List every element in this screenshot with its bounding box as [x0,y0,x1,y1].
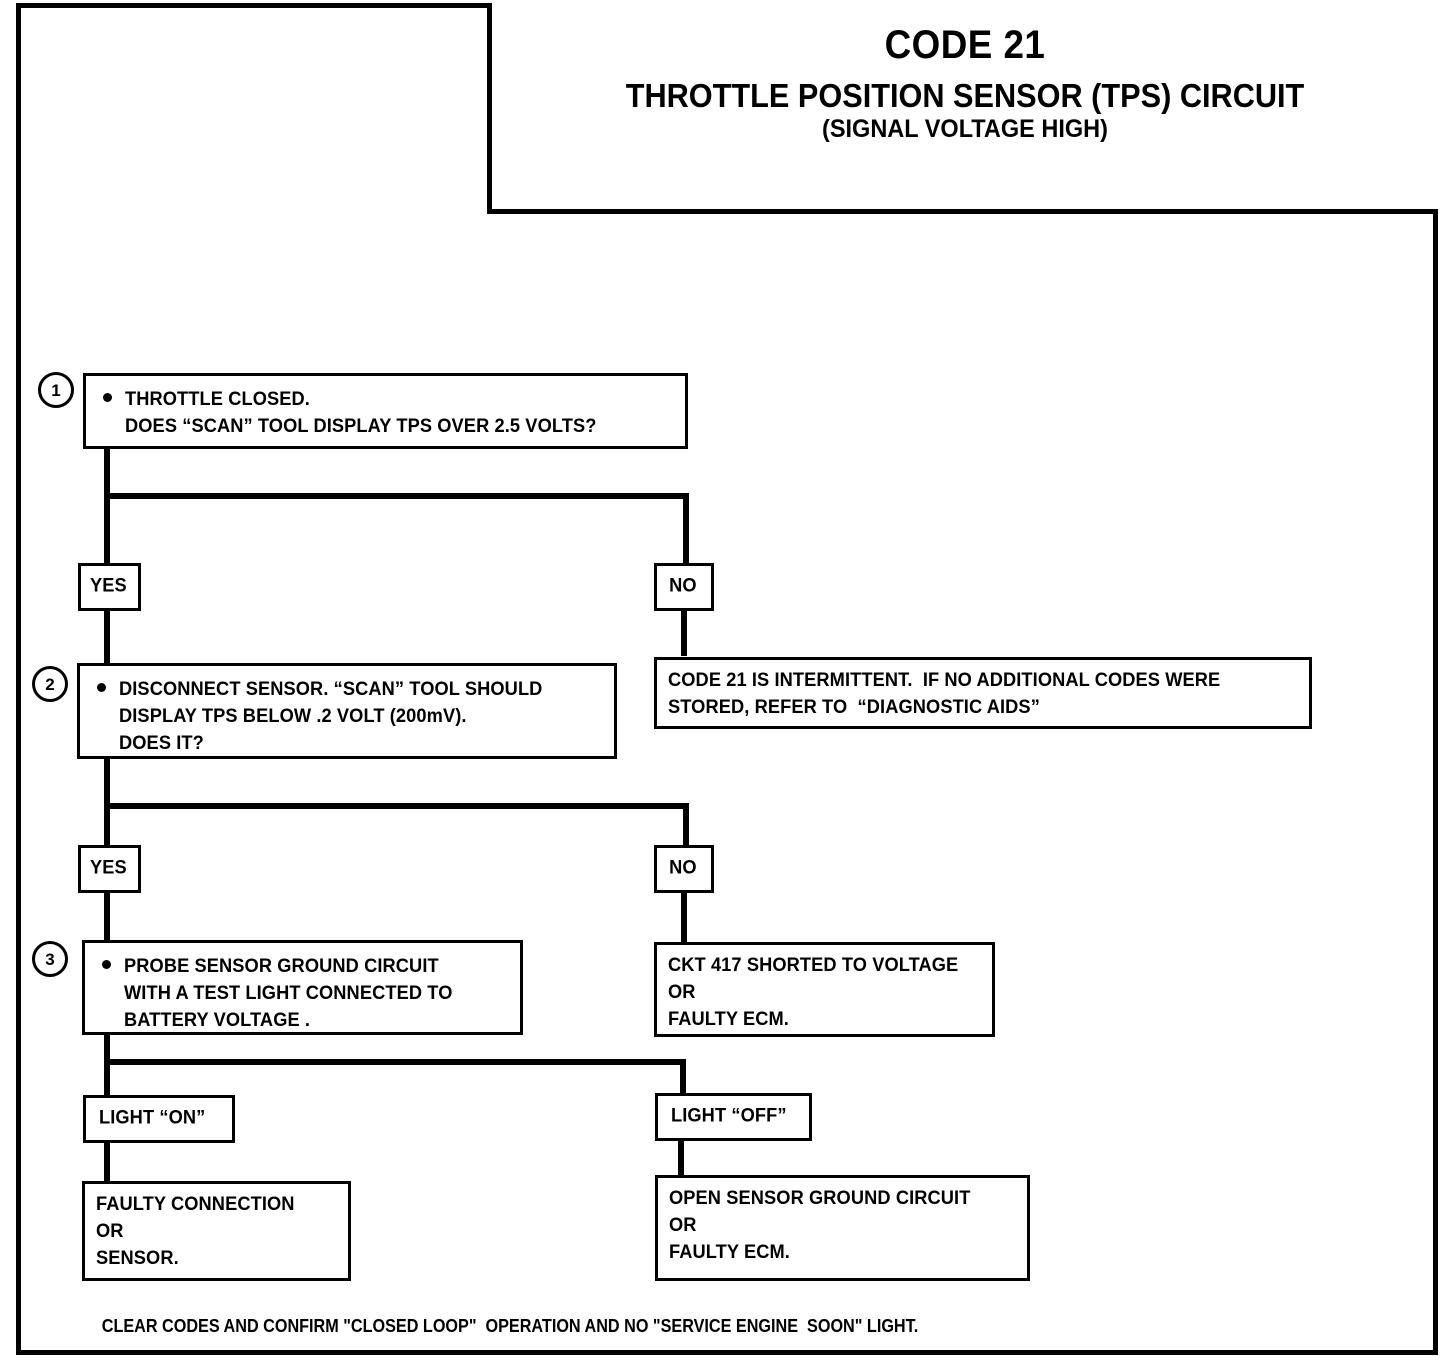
connector-step3-lightoff-down [680,1059,686,1095]
step-number-3: 3 [32,941,68,977]
branch-yes-1-label: YES [89,575,127,597]
page-title-main: THROTTLE POSITION SENSOR (TPS) CIRCUIT [625,77,1305,114]
connector-lightoff-to-result [678,1138,684,1180]
page-title-subtitle: (SIGNAL VOLTAGE HIGH) [822,114,1108,143]
connector-step2-no-down [683,803,689,847]
step-number-1: 1 [38,372,74,408]
page-title-code: CODE 21 [884,23,1046,67]
result-box-faulty-connection: FAULTY CONNECTION OR SENSOR. [82,1181,351,1281]
connector-no2-to-ckt417 [681,890,687,946]
connector-step1-down [104,447,110,565]
branch-yes-2: YES [78,845,141,893]
connector-yes2-to-step3 [104,890,110,946]
result-box-faulty-connection-text: FAULTY CONNECTION OR SENSOR. [96,1194,295,1269]
step-box-3-text: PROBE SENSOR GROUND CIRCUIT WITH A TEST … [124,956,453,1031]
branch-no-2: NO [654,845,714,893]
step-box-2: DISCONNECT SENSOR. “SCAN” TOOL SHOULD DI… [77,663,617,759]
branch-yes-1: YES [78,563,141,611]
branch-light-off: LIGHT “OFF” [655,1093,812,1141]
branch-yes-2-label: YES [89,857,127,879]
footer-note: CLEAR CODES AND CONFIRM "CLOSED LOOP" OP… [101,1316,919,1336]
connector-step1-no-down [683,493,689,565]
branch-no-2-label: NO [669,857,697,879]
branch-light-off-label: LIGHT “OFF” [671,1105,787,1127]
bullet-icon [102,960,111,969]
bullet-icon [103,393,112,402]
branch-no-1: NO [654,563,714,611]
connector-step1-branch-bar [104,493,689,499]
bullet-icon [97,683,106,692]
branch-light-on: LIGHT “ON” [83,1095,235,1143]
connector-step3-branch-bar [104,1059,686,1065]
step-box-2-text: DISCONNECT SENSOR. “SCAN” TOOL SHOULD DI… [119,679,543,754]
connector-yes1-to-step2 [104,608,110,668]
branch-no-1-label: NO [669,575,697,597]
result-box-ckt417-text: CKT 417 SHORTED TO VOLTAGE OR FAULTY ECM… [668,955,959,1030]
result-box-ckt417: CKT 417 SHORTED TO VOLTAGE OR FAULTY ECM… [654,942,995,1037]
step-box-3: PROBE SENSOR GROUND CIRCUIT WITH A TEST … [82,940,523,1035]
step-box-1-text: THROTTLE CLOSED. DOES “SCAN” TOOL DISPLA… [125,389,597,437]
step-number-2: 2 [32,666,68,702]
result-box-open-ground-text: OPEN SENSOR GROUND CIRCUIT OR FAULTY ECM… [669,1188,971,1263]
connector-no1-to-intermittent [681,608,687,656]
connector-lighton-to-result [104,1140,110,1184]
branch-light-on-label: LIGHT “ON” [99,1107,206,1129]
result-box-open-ground: OPEN SENSOR GROUND CIRCUIT OR FAULTY ECM… [655,1175,1030,1281]
result-box-intermittent-text: CODE 21 IS INTERMITTENT. IF NO ADDITIONA… [668,670,1221,718]
connector-step2-down [104,757,110,847]
result-box-intermittent: CODE 21 IS INTERMITTENT. IF NO ADDITIONA… [654,657,1312,729]
title-block: CODE 21 THROTTLE POSITION SENSOR (TPS) C… [487,3,1438,214]
step-box-1: THROTTLE CLOSED. DOES “SCAN” TOOL DISPLA… [83,373,688,449]
connector-step2-branch-bar [104,803,689,809]
